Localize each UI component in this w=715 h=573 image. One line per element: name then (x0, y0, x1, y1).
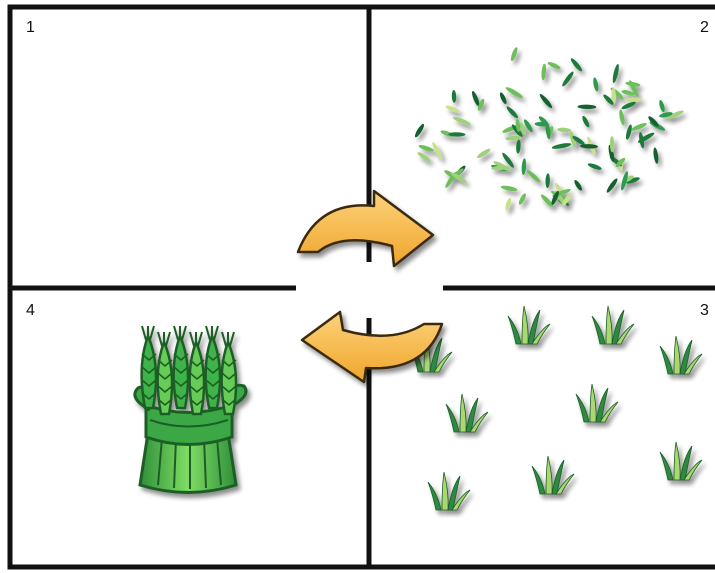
seed (505, 86, 524, 100)
seed (476, 147, 491, 159)
seed (631, 122, 648, 133)
sprout-icon (508, 306, 550, 344)
quadrant-3-number: 3 (700, 302, 709, 319)
seed (445, 104, 461, 114)
sprout-icon (660, 442, 702, 480)
seed (587, 162, 602, 171)
sprouts-group (410, 306, 702, 510)
seed (517, 193, 527, 206)
seed (557, 127, 571, 132)
seed (526, 169, 542, 184)
sprout-icon (446, 394, 488, 432)
sprout-icon (660, 336, 702, 374)
seed (618, 109, 625, 126)
seed (510, 46, 519, 61)
seed (621, 100, 637, 110)
seed (611, 64, 620, 84)
seed (452, 90, 457, 103)
quadrant-2-number: 2 (700, 19, 709, 36)
seed (625, 124, 633, 140)
seed (592, 77, 599, 92)
seed (605, 177, 619, 194)
seed (414, 123, 426, 139)
seed (547, 61, 561, 71)
seed (653, 147, 660, 164)
seed (416, 151, 431, 163)
seed (499, 92, 508, 105)
sprout-icon (592, 306, 634, 344)
seed (569, 57, 583, 73)
seed (538, 93, 553, 110)
seed (581, 115, 591, 128)
seed (658, 99, 666, 112)
seed (625, 97, 642, 102)
sprout-icon (428, 472, 470, 510)
seeds-cluster (414, 46, 685, 211)
seed (500, 185, 518, 193)
seed (577, 104, 596, 109)
seed (516, 139, 521, 153)
seed (561, 70, 575, 87)
seed (452, 115, 471, 126)
seed (418, 144, 435, 153)
sprout-icon (532, 456, 574, 494)
cycle-arrow-top (298, 191, 433, 266)
wheat-sheaf-icon (135, 326, 246, 493)
seed (541, 63, 547, 80)
seed (504, 197, 512, 211)
seed (573, 179, 583, 192)
seed (551, 142, 571, 150)
seed (580, 144, 598, 149)
sprout-icon (576, 384, 618, 422)
quadrant-4-number: 4 (26, 302, 35, 319)
diagram-frame (10, 7, 715, 567)
seed (545, 173, 550, 188)
seed (521, 158, 527, 175)
seed (505, 105, 519, 119)
quadrant-1-number: 1 (26, 19, 35, 36)
